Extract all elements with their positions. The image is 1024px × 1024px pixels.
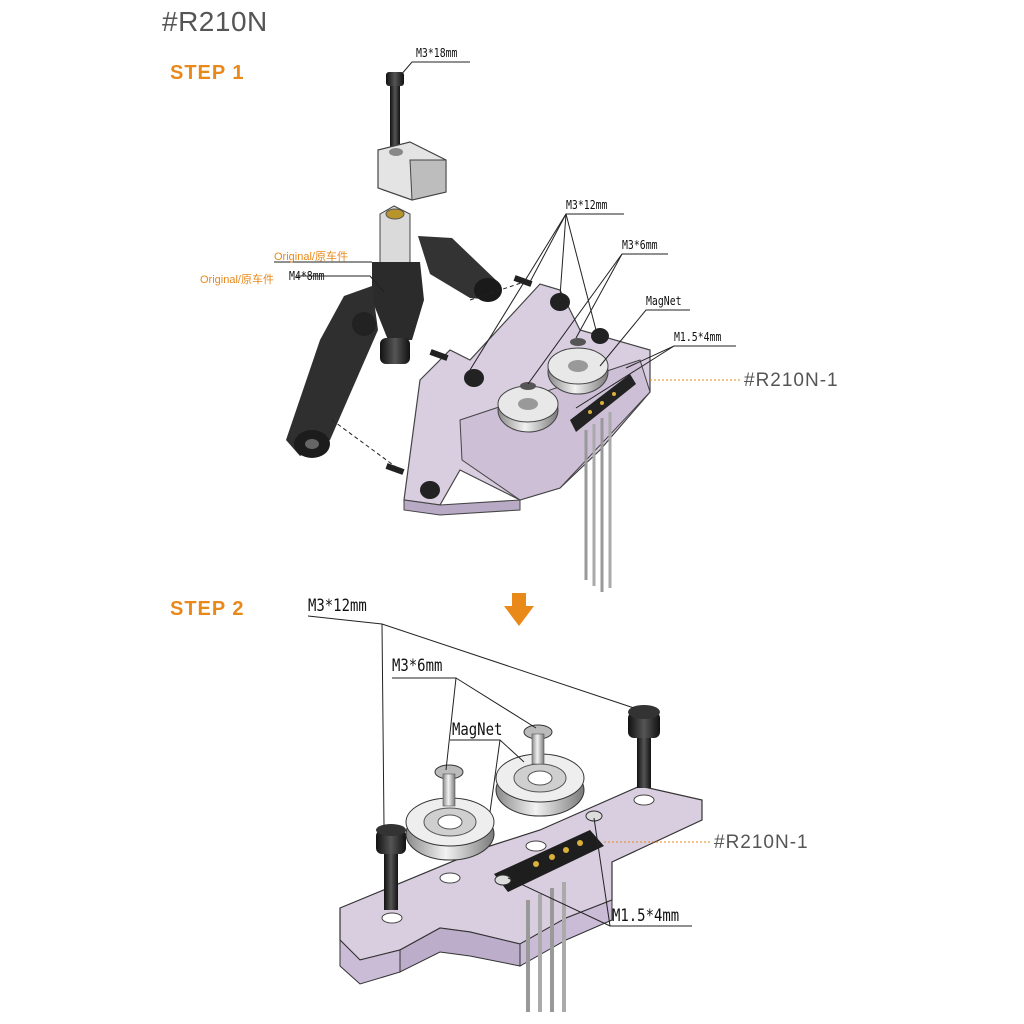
step-2-heading: STEP 2 [170,598,245,620]
label-bolt-m3x6-step2: M3*6mm [392,656,443,676]
down-arrow [504,593,534,626]
magnet-left [405,797,495,861]
page-title: #R210N [162,6,268,37]
label-part-r210n-1-step2: #R210N-1 [714,832,809,853]
axis-line-2 [469,281,525,301]
label-original-1: Original/原车件 [274,251,348,263]
clamp-block [377,141,447,201]
bolt-m3x12-left [376,824,406,910]
leader-lines-step1 [274,61,742,409]
bolt-m3x18 [386,72,404,148]
label-screw-m1.5x4-step2: M1.5*4mm [612,906,680,926]
label-screw-m1.5x4-step1: M1.5*4mm [674,330,722,344]
step-2-illustration [307,615,712,1012]
label-m4x8: M4*8mm [289,269,325,283]
magnets-step1 [497,338,609,433]
pogo-connector-step1 [570,374,636,592]
standoff [379,205,411,271]
pogo-connector-step2 [494,810,604,1012]
leader-lines-step2 [307,615,712,927]
screw-m3x6-left [434,764,464,807]
label-magnet-step1: MagNet [646,294,682,308]
step-1-heading: STEP 1 [170,62,245,84]
label-bolt-m3x18: M3*18mm [416,46,458,60]
bolt-m3x12-right [628,705,660,788]
label-bolt-m3x6-step1: M3*6mm [622,238,658,252]
screw-m3x6-right [523,724,553,765]
axis-line-1 [331,419,401,471]
step-1-illustration [274,61,742,592]
label-bolt-m3x12-step1: M3*12mm [566,198,608,212]
original-arm-assembly [286,236,502,458]
label-part-r210n-1-step1: #R210N-1 [744,370,839,391]
label-bolt-m3x12-step2: M3*12mm [308,596,367,616]
label-original-2: Original/原车件 [200,274,274,286]
bracket-bolts [385,275,609,499]
label-magnet-step2: MagNet [452,720,503,740]
